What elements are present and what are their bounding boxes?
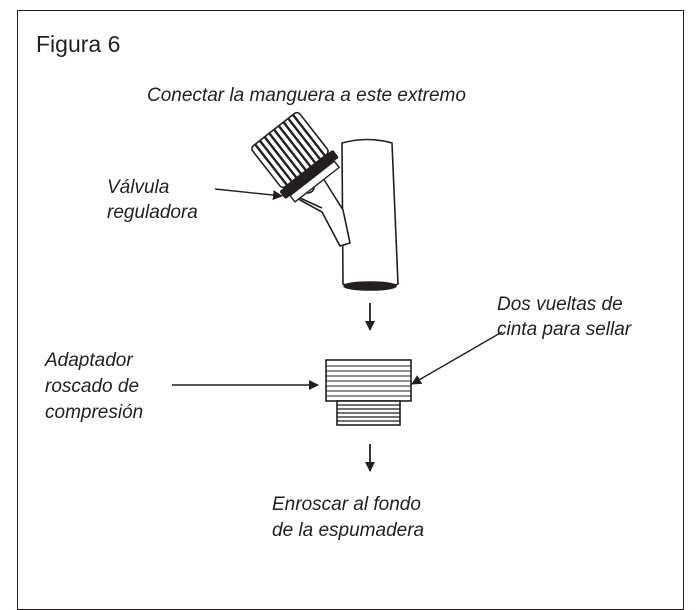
connect-hose-label: Conectar la manguera a este extremo	[147, 85, 466, 106]
valve-cap	[251, 111, 341, 203]
adapter-label-line3: compresión	[45, 402, 144, 423]
tape-label-line2: cinta para sellar	[497, 319, 632, 340]
adapter-label-line1: Adaptador	[45, 350, 133, 371]
tape-pointer-arrow	[411, 331, 503, 385]
tape-label-line1: Dos vueltas de	[497, 294, 623, 315]
diagram-drawing	[172, 111, 503, 472]
valve-label-line1: Válvula	[107, 177, 170, 198]
adapter-label-line2: roscado de	[45, 376, 140, 397]
valve-pointer-arrow	[214, 188, 283, 201]
figure-title: Figura 6	[36, 31, 121, 57]
screw-label-line2: de la espumadera	[272, 520, 425, 541]
compression-adapter	[325, 359, 412, 426]
valve-label-line2: reguladora	[107, 202, 198, 223]
hose-adapter	[341, 138, 399, 291]
screw-label-line1: Enroscar al fondo	[272, 494, 421, 515]
